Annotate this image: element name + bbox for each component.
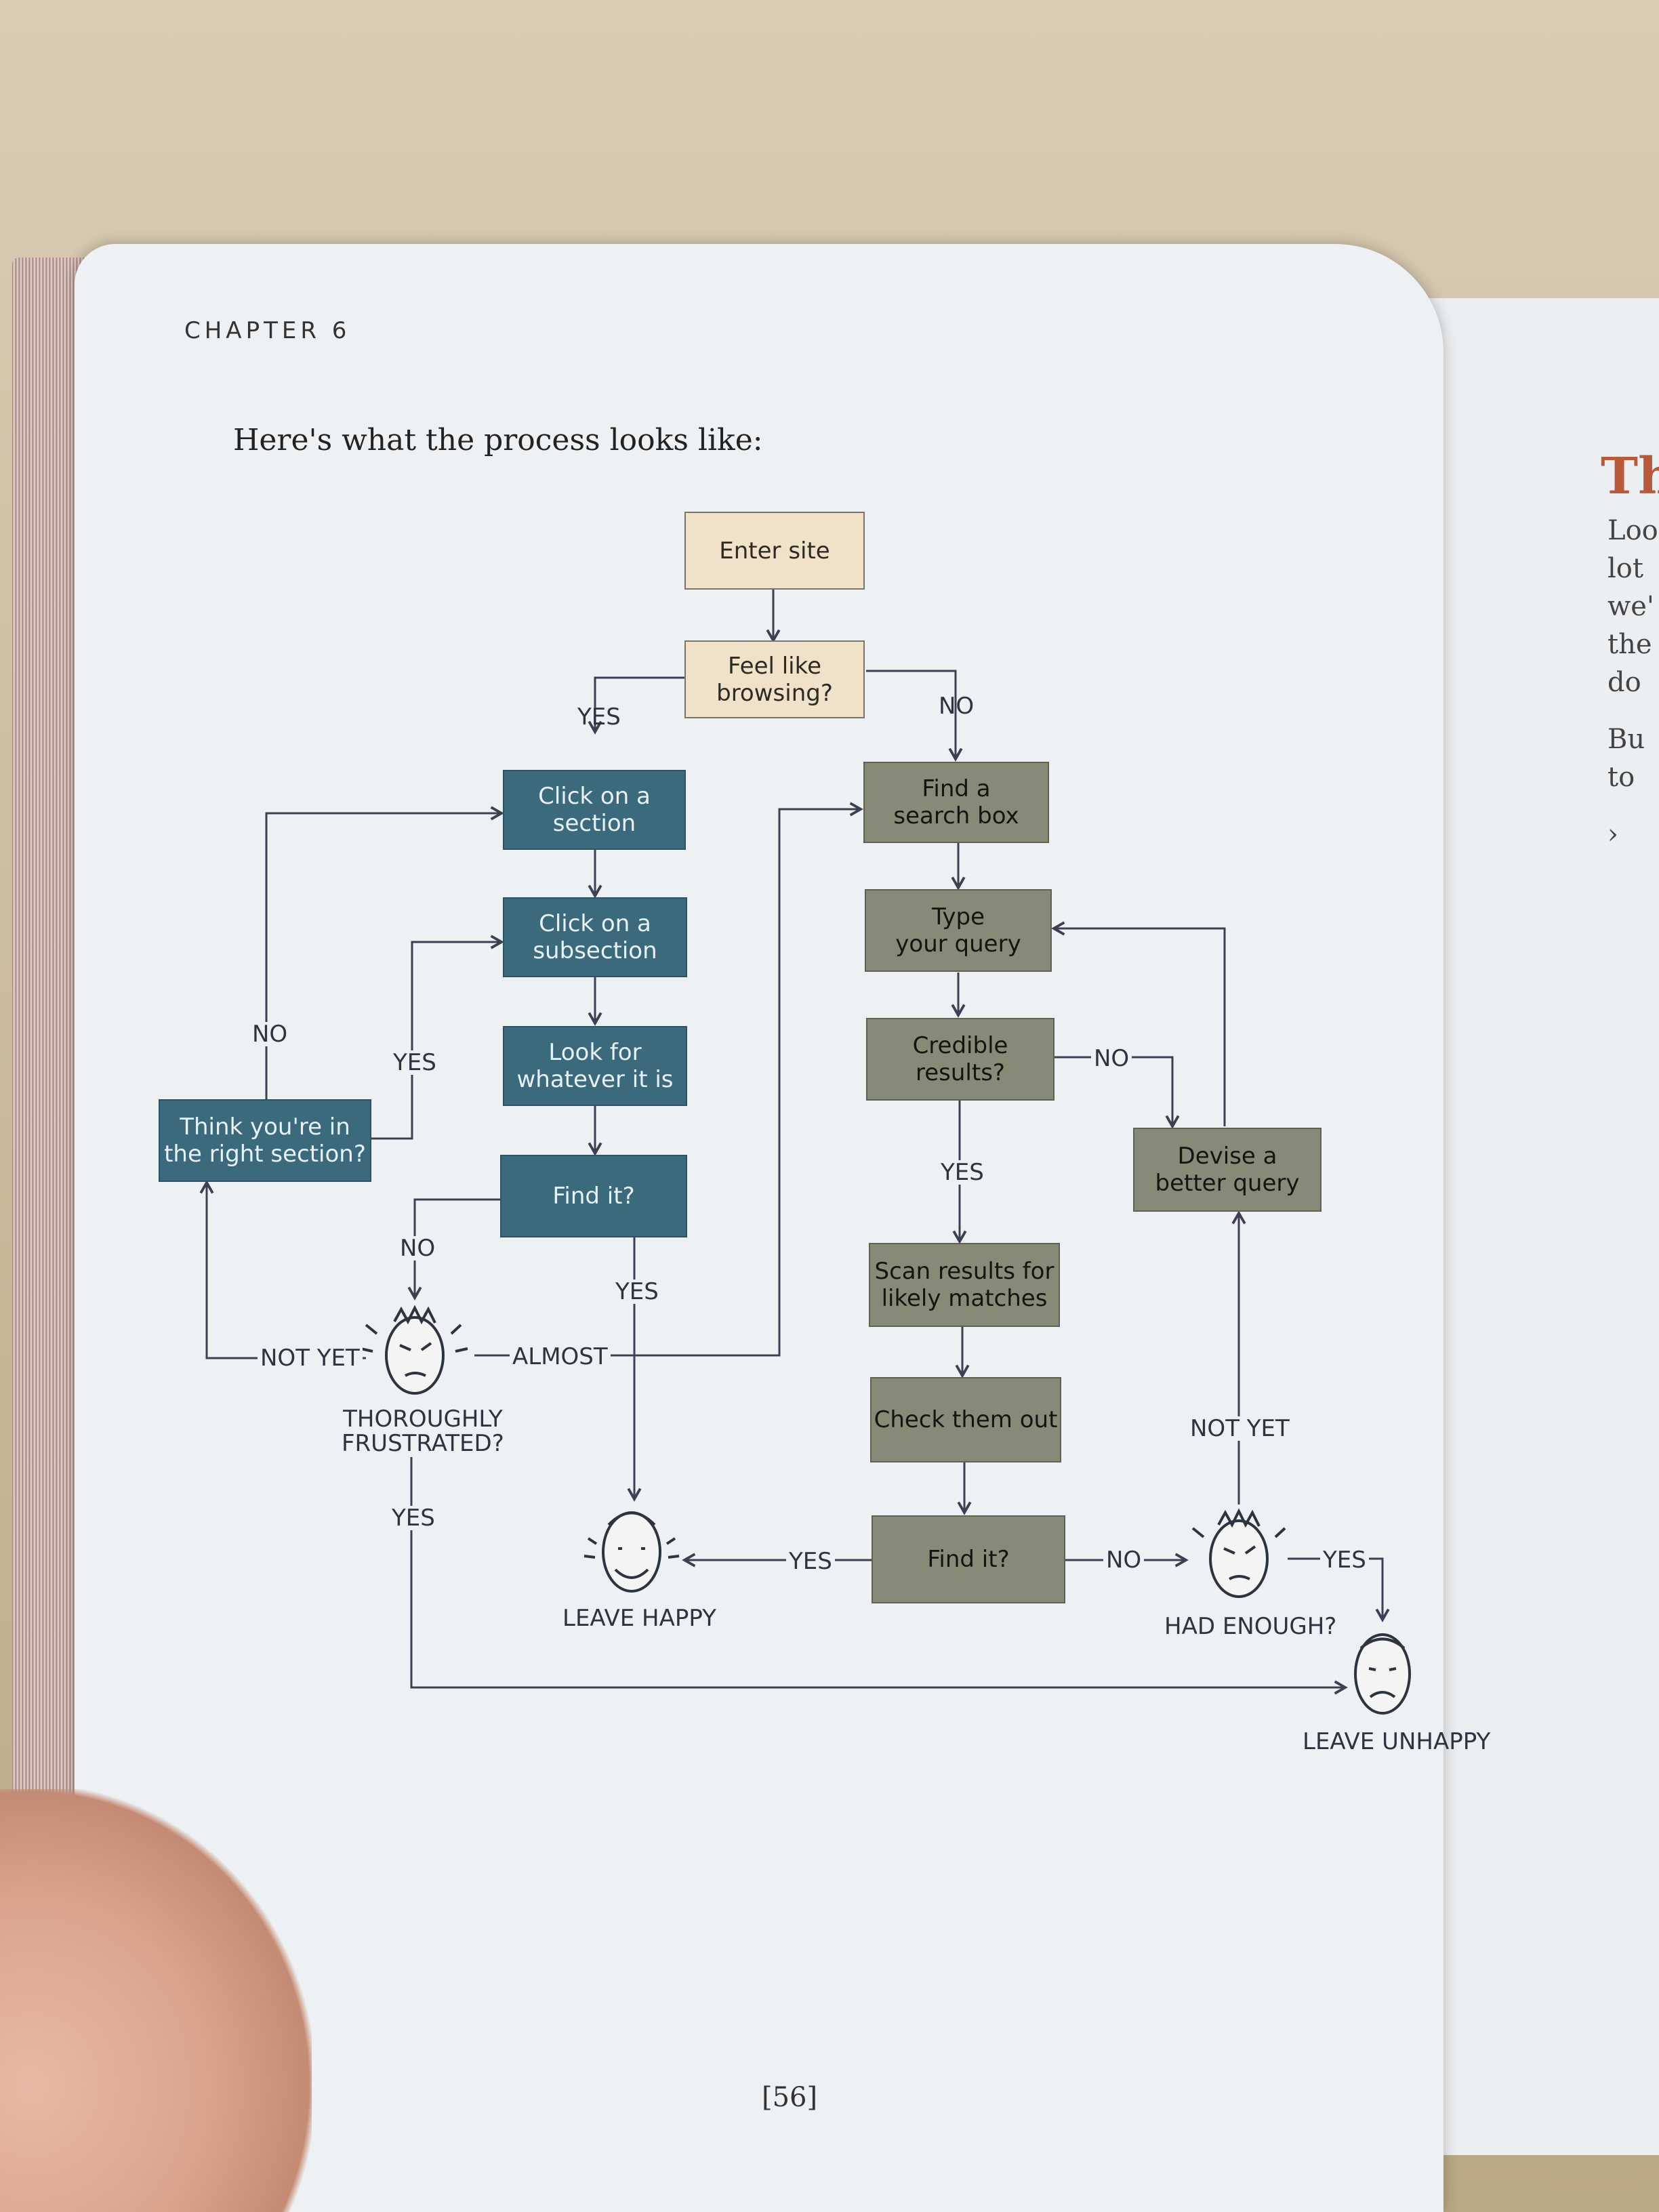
- find-it-left-box: Find it?: [500, 1155, 687, 1237]
- yes-label: YES: [615, 1278, 659, 1305]
- connector: [1051, 921, 1226, 1126]
- facing-page-line: to: [1607, 762, 1635, 793]
- frustrated-face-icon-right: [1191, 1508, 1286, 1598]
- no-label: NO: [252, 1021, 288, 1048]
- yes-label: YES: [1320, 1548, 1369, 1572]
- feel-like-browsing-box: Feel like browsing?: [684, 640, 865, 718]
- thumb: [0, 1789, 312, 2212]
- connector: [364, 935, 504, 1140]
- no-label: NO: [1103, 1548, 1145, 1572]
- almost-label: ALMOST: [510, 1345, 611, 1369]
- facing-page-line: Bu: [1607, 724, 1645, 755]
- yes-label: YES: [392, 1504, 435, 1532]
- connector: [407, 1198, 500, 1300]
- yes-label: YES: [941, 1159, 984, 1186]
- look-for-box: Look for whatever it is: [503, 1026, 687, 1106]
- facing-page-line: lot: [1607, 553, 1643, 584]
- unhappy-face-icon: [1354, 1633, 1411, 1715]
- not-yet-label: NOT YET: [258, 1346, 363, 1370]
- yes-label: YES: [786, 1549, 835, 1574]
- connector: [410, 1457, 1348, 1695]
- facing-page-line: the: [1607, 629, 1652, 660]
- think-right-section-box: Think you're in the right section?: [159, 1099, 371, 1182]
- facing-page-heading: Th: [1601, 447, 1659, 506]
- chapter-heading: CHAPTER 6: [184, 317, 351, 344]
- find-it-right-box: Find it?: [872, 1515, 1065, 1603]
- connector: [866, 670, 963, 762]
- connector: [1288, 1557, 1390, 1622]
- no-label: NO: [1091, 1046, 1132, 1071]
- had-enough-label: HAD ENOUGH?: [1164, 1613, 1337, 1640]
- thoroughly-frustrated-label: THOROUGHLY FRUSTRATED?: [342, 1406, 504, 1457]
- click-section-box: Click on a section: [503, 770, 686, 850]
- leave-happy-label: LEAVE HAPPY: [562, 1605, 716, 1632]
- yes-label: YES: [577, 703, 621, 731]
- facing-page-line: we': [1607, 591, 1654, 622]
- connector: [588, 676, 684, 735]
- facing-page-line: do: [1607, 667, 1641, 698]
- yes-label: YES: [393, 1049, 436, 1076]
- devise-query-box: Devise a better query: [1133, 1128, 1322, 1212]
- no-label: NO: [939, 693, 975, 720]
- happy-face-icon: [583, 1511, 680, 1593]
- connector: [199, 1180, 366, 1359]
- enter-site-box: Enter site: [684, 512, 865, 590]
- not-yet-label: NOT YET: [1190, 1415, 1290, 1442]
- intro-text: Here's what the process looks like:: [233, 423, 763, 457]
- check-them-out-box: Check them out: [870, 1377, 1061, 1462]
- leave-unhappy-label: LEAVE UNHAPPY: [1303, 1728, 1491, 1755]
- credible-results-box: Credible results?: [866, 1018, 1054, 1101]
- facing-page-line: Loo: [1607, 515, 1658, 546]
- connector: [265, 806, 504, 1099]
- facing-page-line: ›: [1607, 819, 1618, 850]
- no-label: NO: [400, 1235, 436, 1262]
- frustrated-face-icon-left: [360, 1305, 468, 1395]
- page-number: [56]: [762, 2082, 818, 2113]
- click-subsection-box: Click on a subsection: [503, 897, 687, 977]
- connector: [474, 802, 863, 1357]
- find-search-box-box: Find a search box: [863, 762, 1049, 843]
- scan-results-box: Scan results for likely matches: [869, 1243, 1060, 1327]
- type-query-box: Type your query: [865, 889, 1052, 972]
